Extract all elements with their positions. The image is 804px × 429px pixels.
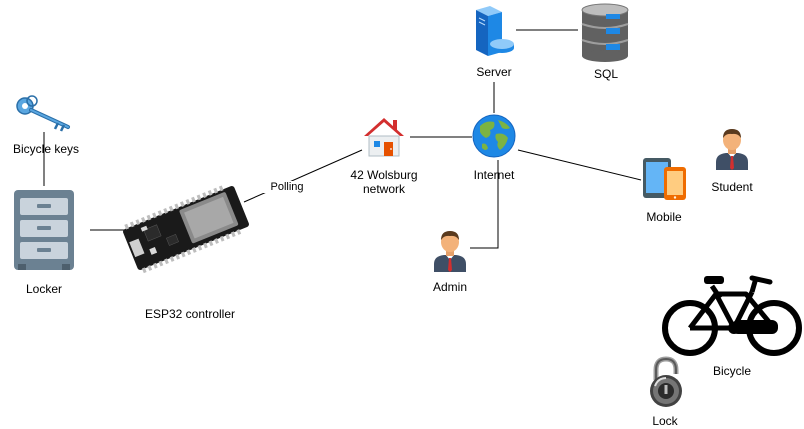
server-icon [476,6,514,56]
admin-node [432,228,468,272]
sql-label: SQL [593,67,618,81]
admin-label: Admin [432,280,467,294]
lock-label: Lock [652,414,678,428]
bicycle-node [660,270,804,360]
padlock-icon [650,356,682,407]
globe-icon [472,114,516,158]
esp32-board-icon [123,185,249,274]
user-icon [716,129,748,170]
connector-esp32-network [243,149,363,203]
sql-node [578,2,632,62]
lock-node [646,356,686,408]
student-label: Student [711,180,753,194]
filing-cabinet-icon [14,190,74,270]
connector-internet-mobile [517,149,642,181]
polling-edge-label: Polling [263,181,311,193]
internet-node [472,114,516,158]
bicycle-keys-label: Bicycle keys [12,142,80,156]
server-node [472,6,516,56]
database-icon [581,3,629,62]
user-icon [434,231,466,272]
locker-label: Locker [25,282,63,296]
server-label: Server [476,65,512,79]
key-icon [16,95,70,132]
bicycle-icon [662,275,802,356]
network-label-line1: 42 Wolsburg [350,168,418,182]
mobile-devices-icon [643,158,686,200]
house-icon [364,118,404,157]
locker-node [14,190,74,270]
bicycle-label: Bicycle [712,364,751,378]
network-node [362,116,406,158]
bicycle-keys-node [14,94,76,134]
connector-internet-admin [470,160,499,249]
esp32-node [116,178,256,278]
internet-label: Internet [473,168,515,182]
mobile-label: Mobile [646,210,682,224]
esp32-label: ESP32 controller [144,307,236,321]
student-node [714,126,750,170]
mobile-node [642,157,688,201]
network-label-line2: network [362,182,406,196]
network-label: 42 Wolsburg network [336,168,432,196]
